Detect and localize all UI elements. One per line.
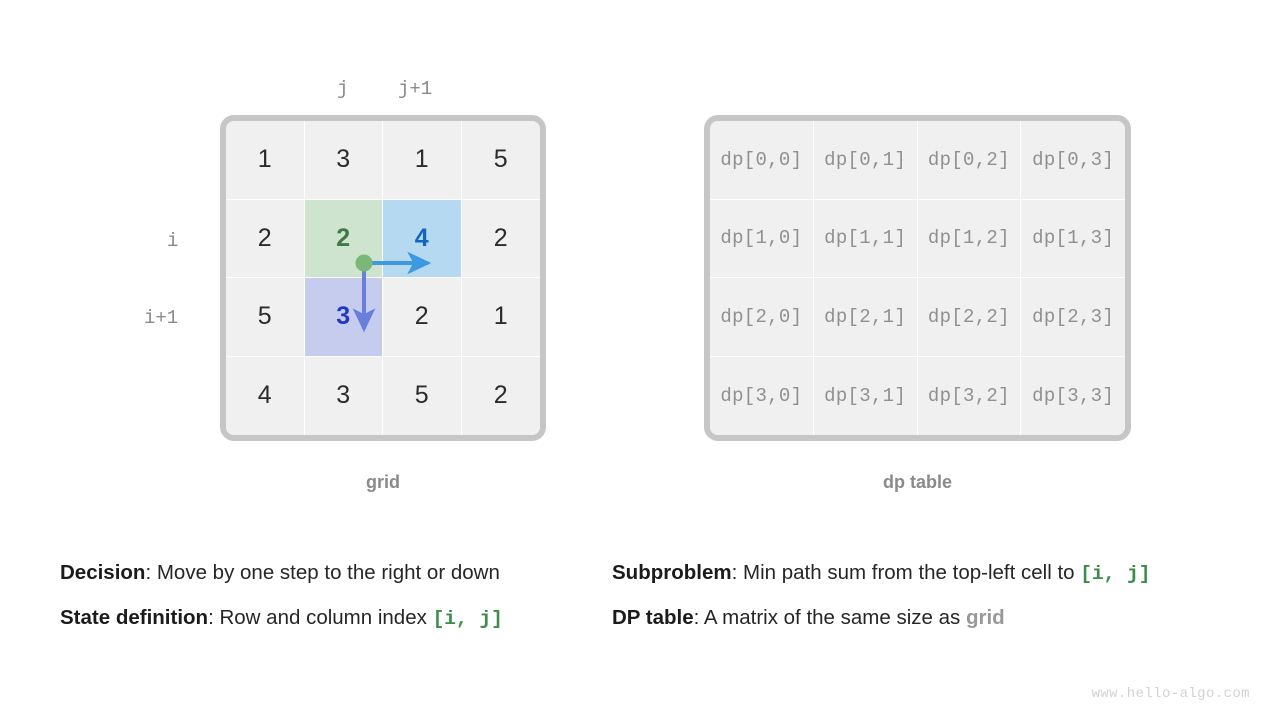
grid-cell-value: 5 xyxy=(493,145,508,174)
grid-cell-value: 1 xyxy=(493,302,508,331)
dp-cell-1-1: dp[1,1] xyxy=(813,199,918,278)
grid-cell-value: 2 xyxy=(493,223,508,252)
dp-cell-value: dp[0,1] xyxy=(824,148,907,171)
note-dp-table-code: grid xyxy=(965,606,1005,629)
dp-table-matrix: dp[0,0] dp[0,1] dp[0,2] dp[0,3] dp[1,0] … xyxy=(704,115,1131,441)
dp-cell-0-1: dp[0,1] xyxy=(813,121,918,200)
grid-cell-2-2: 2 xyxy=(383,278,462,357)
dp-cell-0-0: dp[0,0] xyxy=(710,121,814,200)
dp-cell-3-0: dp[3,0] xyxy=(710,356,814,435)
grid-cell-0-3: 5 xyxy=(461,121,540,200)
dp-cell-3-1: dp[3,1] xyxy=(813,356,918,435)
grid-cell-1-0: 2 xyxy=(226,199,305,278)
dp-cell-3-2: dp[3,2] xyxy=(917,356,1022,435)
dp-cell-value: dp[0,2] xyxy=(927,148,1010,171)
dp-cell-0-2: dp[0,2] xyxy=(917,121,1022,200)
row-label-i-plus-1: i+1 xyxy=(144,307,179,329)
grid-cell-0-0: 1 xyxy=(226,121,305,200)
dp-cell-3-3: dp[3,3] xyxy=(1021,356,1125,435)
grid-cell-1-1-current: 2 xyxy=(304,199,383,278)
note-state-label: State definition xyxy=(60,606,209,629)
grid-cell-3-3: 2 xyxy=(461,356,540,435)
dp-table-caption: dp table xyxy=(882,472,952,492)
dp-cell-2-1: dp[2,1] xyxy=(813,278,918,357)
grid-cell-value: 5 xyxy=(414,381,429,410)
note-subproblem-separator: : xyxy=(731,561,743,584)
dp-cell-value: dp[1,3] xyxy=(1032,227,1115,250)
note-dp-table-text: A matrix of the same size as xyxy=(703,606,966,629)
watermark: www.hello-algo.com xyxy=(1091,686,1250,702)
dp-cell-value: dp[3,1] xyxy=(824,384,907,407)
grid-cell-value: 4 xyxy=(257,381,272,410)
note-dp-table-label: DP table xyxy=(612,606,694,629)
column-label-j: j xyxy=(337,78,349,100)
dp-cell-1-2: dp[1,2] xyxy=(917,199,1022,278)
dp-cell-2-0: dp[2,0] xyxy=(710,278,814,357)
grid-cell-value: 2 xyxy=(493,381,508,410)
grid-cell-value: 4 xyxy=(414,223,429,252)
dp-cell-value: dp[0,0] xyxy=(720,148,803,171)
note-state-definition: State definition: Row and column index [… xyxy=(60,606,503,631)
grid-cell-value: 3 xyxy=(336,145,351,174)
grid-cell-2-1-down: 3 xyxy=(304,278,383,357)
note-decision-text: Move by one step to the right or down xyxy=(156,561,500,584)
grid-cell-value: 1 xyxy=(257,145,272,174)
dp-cell-value: dp[1,1] xyxy=(824,227,907,250)
dp-cell-value: dp[2,2] xyxy=(927,305,1010,328)
note-state-text: Row and column index xyxy=(219,606,433,629)
dp-cell-1-3: dp[1,3] xyxy=(1021,199,1125,278)
note-decision: Decision: Move by one step to the right … xyxy=(60,561,500,586)
dp-cell-0-3: dp[0,3] xyxy=(1021,121,1125,200)
grid-cell-1-2-right: 4 xyxy=(383,199,462,278)
dp-cell-value: dp[0,3] xyxy=(1032,148,1115,171)
note-dp-table: DP table: A matrix of the same size as g… xyxy=(612,606,1005,631)
note-subproblem-code: [i, j] xyxy=(1080,563,1151,585)
grid-cell-3-2: 5 xyxy=(383,356,462,435)
note-state-code: [i, j] xyxy=(432,608,503,630)
note-subproblem-text: Min path sum from the top-left cell to xyxy=(743,561,1081,584)
note-dp-table-separator: : xyxy=(693,606,704,629)
grid-cell-value: 3 xyxy=(336,302,351,331)
note-decision-separator: : xyxy=(145,561,157,584)
note-decision-label: Decision xyxy=(60,561,146,584)
note-subproblem: Subproblem: Min path sum from the top-le… xyxy=(612,561,1150,586)
grid-cell-value: 2 xyxy=(336,223,351,252)
grid-cell-0-2: 1 xyxy=(383,121,462,200)
grid-cell-2-0: 5 xyxy=(226,278,305,357)
grid-caption: grid xyxy=(366,472,400,492)
column-label-j-plus-1: j+1 xyxy=(398,78,433,100)
grid-cell-3-1: 3 xyxy=(304,356,383,435)
dp-cell-value: dp[2,0] xyxy=(720,305,803,328)
dp-cell-value: dp[3,2] xyxy=(927,384,1010,407)
dp-cell-value: dp[3,0] xyxy=(720,384,803,407)
dp-cell-value: dp[3,3] xyxy=(1032,384,1115,407)
note-state-separator: : xyxy=(208,606,220,629)
grid-cell-2-3: 1 xyxy=(461,278,540,357)
grid-cell-0-1: 3 xyxy=(304,121,383,200)
grid-cell-value: 2 xyxy=(257,223,272,252)
grid-cell-1-3: 2 xyxy=(461,199,540,278)
grid-cell-value: 5 xyxy=(257,302,272,331)
dp-cell-2-3: dp[2,3] xyxy=(1021,278,1125,357)
grid-cell-value: 3 xyxy=(336,381,351,410)
dp-cell-value: dp[1,2] xyxy=(927,227,1010,250)
dp-cell-2-2: dp[2,2] xyxy=(917,278,1022,357)
grid-matrix: 1 3 1 5 2 2 4 2 5 3 2 1 4 3 5 2 xyxy=(220,115,546,441)
grid-cell-3-0: 4 xyxy=(226,356,305,435)
dp-cell-value: dp[2,3] xyxy=(1032,305,1115,328)
grid-cell-value: 1 xyxy=(414,145,429,174)
dp-cell-value: dp[2,1] xyxy=(824,305,907,328)
grid-cell-value: 2 xyxy=(414,302,429,331)
row-label-i: i xyxy=(167,230,179,252)
dp-cell-1-0: dp[1,0] xyxy=(710,199,814,278)
dp-cell-value: dp[1,0] xyxy=(720,227,803,250)
note-subproblem-label: Subproblem xyxy=(612,561,732,584)
